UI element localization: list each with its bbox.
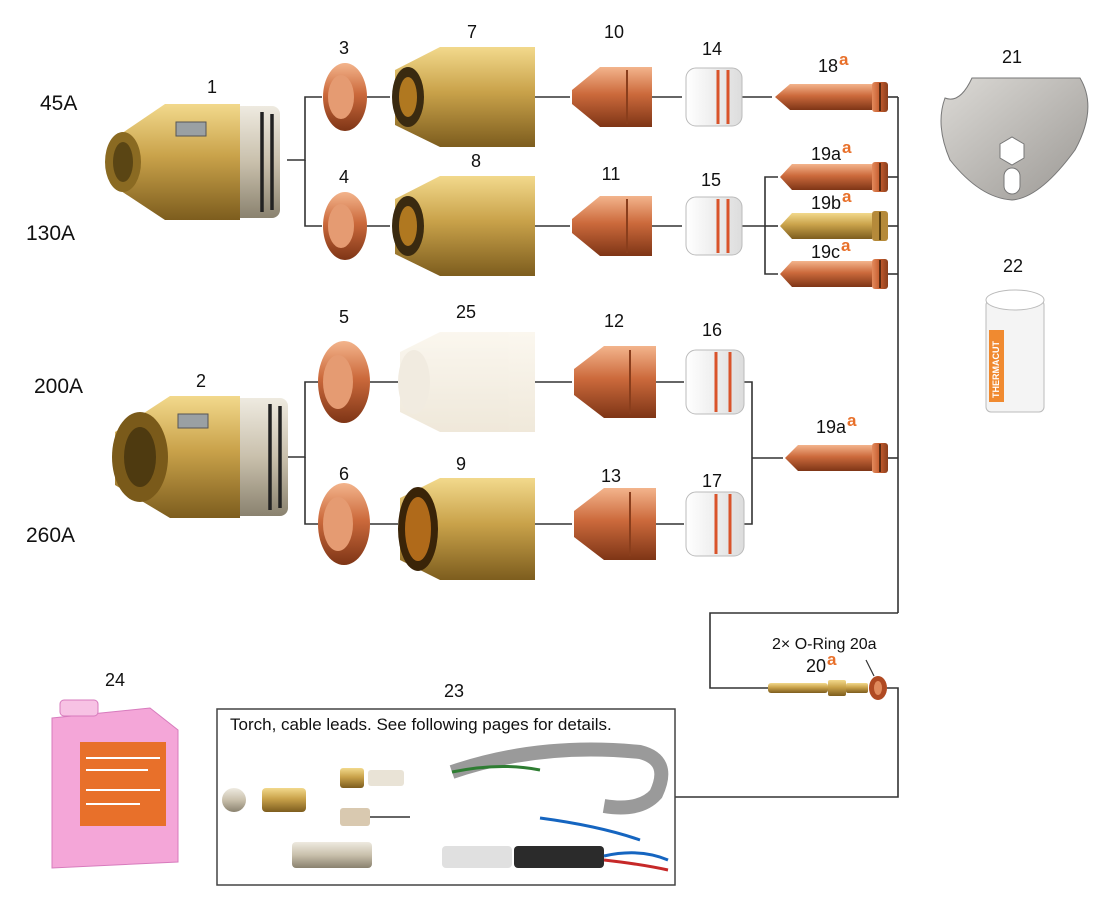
superscript-a: a	[827, 650, 837, 669]
part-12-nozzle	[574, 346, 656, 418]
part-19b-electrode	[780, 211, 888, 241]
superscript-a: a	[842, 138, 852, 157]
superscript-a: a	[842, 187, 852, 206]
part-4-shield	[323, 192, 367, 260]
superscript-a: a	[839, 50, 849, 69]
part-number-12: 12	[604, 311, 624, 331]
amperage-label-130a: 130A	[26, 222, 75, 245]
part-number-18: 18a	[818, 50, 849, 76]
tub-label-text: THERMACUT	[991, 341, 1001, 398]
part-3-shield	[323, 63, 367, 131]
part-23-torch-box	[216, 708, 676, 886]
part-25-shield-cap	[398, 332, 535, 432]
part-8-shield-cap	[392, 176, 535, 276]
part-number-25: 25	[456, 302, 476, 322]
part-number-10: 10	[604, 22, 624, 42]
part-number-19b: 19ba	[811, 187, 852, 213]
part-number-16: 16	[702, 320, 722, 340]
part-20-electrode-holder	[768, 659, 887, 700]
part-16-swirl-ring	[685, 349, 745, 415]
o-ring-label: 2× O-Ring 20a	[772, 636, 877, 653]
part-number-4: 4	[339, 167, 349, 187]
part-13-nozzle	[574, 488, 656, 560]
part-number-22: 22	[1003, 256, 1023, 276]
part-10-nozzle	[572, 67, 652, 127]
part-17-swirl-ring	[685, 491, 745, 557]
part-2-retaining-cap	[112, 396, 288, 518]
torch-caption: Torch, cable leads. See following pages …	[230, 715, 612, 734]
part-number-20: 20a	[806, 650, 837, 676]
part-14-swirl-ring	[685, 67, 743, 127]
superscript-a: a	[841, 236, 851, 255]
amperage-label-200a: 200A	[34, 375, 83, 398]
part-number-7: 7	[467, 22, 477, 42]
part-19a-electrode-lower	[785, 443, 888, 473]
part-number-labels: 1 2 3 4 5 6 7 8 9 10 11 12 13 14 15 16 1…	[105, 22, 1023, 701]
part-7-shield-cap	[392, 47, 535, 147]
part-number-23: 23	[444, 681, 464, 701]
part-21-tool-plate	[940, 77, 1089, 201]
part-number-2: 2	[196, 371, 206, 391]
part-number-9: 9	[456, 454, 466, 474]
part-number-15: 15	[701, 170, 721, 190]
part-number-3: 3	[339, 38, 349, 58]
part-number-19a-lower: 19aa	[816, 411, 857, 437]
part-number-24: 24	[105, 670, 125, 690]
part-18-electrode	[775, 82, 888, 112]
part-6-shield	[318, 483, 370, 565]
part-number-1: 1	[207, 77, 217, 97]
part-number-17: 17	[702, 471, 722, 491]
amperage-label-45a: 45A	[40, 92, 77, 115]
part-1-retaining-cap	[105, 104, 280, 220]
part-number-21: 21	[1002, 47, 1022, 67]
part-number-11: 11	[602, 164, 621, 184]
part-22-grease-tub: THERMACUT	[985, 289, 1045, 413]
part-number-8: 8	[471, 151, 481, 171]
part-number-19c: 19ca	[811, 236, 851, 262]
part-9-shield-cap	[398, 478, 535, 580]
part-number-5: 5	[339, 307, 349, 327]
part-24-coolant-canister	[51, 699, 179, 869]
part-number-19a: 19aa	[811, 138, 852, 164]
amperage-label-260a: 260A	[26, 524, 75, 547]
part-number-6: 6	[339, 464, 349, 484]
part-5-shield	[318, 341, 370, 423]
electrode-labels: 18a 19aa 19ba 19ca 19aa 20a	[806, 50, 857, 676]
part-15-swirl-ring	[685, 196, 743, 256]
part-number-14: 14	[702, 39, 722, 59]
part-11-nozzle	[572, 196, 652, 256]
part-number-13: 13	[601, 466, 621, 486]
part-19a-electrode	[780, 162, 888, 192]
part-19c-electrode	[780, 259, 888, 289]
superscript-a: a	[847, 411, 857, 430]
connector-lines	[287, 96, 899, 798]
